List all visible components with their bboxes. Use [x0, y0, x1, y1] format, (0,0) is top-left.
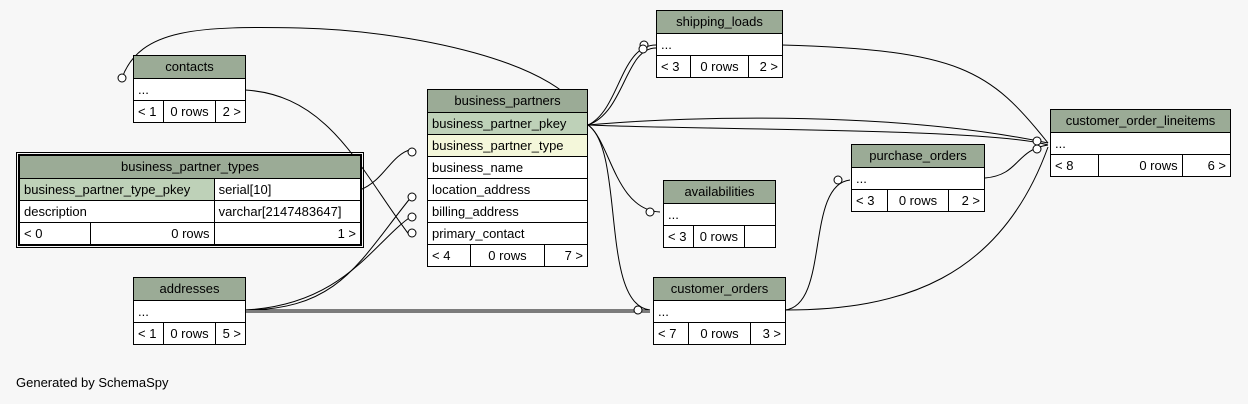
children-count: 5 > [214, 322, 247, 345]
edge-end-circle [1032, 144, 1042, 154]
parents-count: < 3 [656, 55, 691, 78]
table-title: addresses [133, 277, 246, 301]
children-count: 6 > [1181, 154, 1232, 177]
children-count: 2 > [214, 100, 247, 123]
column-type: business_partner_type [427, 134, 588, 157]
rows-count: 0 rows [692, 225, 746, 248]
column-type: serial[10] [213, 178, 362, 201]
table-customer-order-lineitems[interactable]: customer_order_lineitems ... < 8 0 rows … [1049, 109, 1232, 177]
column-billing: billing_address [427, 200, 588, 223]
parents-count: < 7 [652, 322, 690, 345]
rows-count: 0 rows [469, 244, 545, 267]
edge-end-circle [407, 147, 417, 157]
edge-bp-shipping-2 [587, 47, 657, 126]
edge-end-circle [1032, 136, 1042, 146]
column-type: varchar[2147483647] [213, 200, 362, 223]
children-count: 2 > [748, 55, 783, 78]
table-business-partner-types[interactable]: business_partner_types business_partner_… [16, 152, 364, 248]
edge-addr-bp-loc [244, 195, 413, 311]
table-availabilities[interactable]: availabilities ... < 3 0 rows [663, 180, 776, 248]
rows-count: 0 rows [688, 322, 751, 345]
rows-count: 0 rows [163, 322, 216, 345]
column-name: business_name [427, 156, 588, 179]
table-title: business_partner_types [19, 155, 361, 179]
edge-bp-customer-orders [587, 124, 651, 311]
edge-shipping-lineitems [781, 44, 1049, 144]
edge-bp-lineitems [587, 117, 1049, 144]
table-row: ... [663, 203, 776, 226]
table-title: purchase_orders [851, 144, 985, 168]
table-title: contacts [133, 55, 246, 79]
table-row: ... [656, 33, 783, 56]
table-customer-orders[interactable]: customer_orders ... < 7 0 rows 3 > [652, 277, 787, 345]
rows-count: 0 rows [886, 189, 950, 212]
table-title: business_partners [427, 89, 588, 113]
children-count: 3 > [749, 322, 787, 345]
parents-count: < 0 [18, 222, 92, 245]
parents-count: < 4 [427, 244, 471, 267]
parents-count: < 1 [132, 100, 165, 123]
children-count: 2 > [948, 189, 985, 212]
column-location: location_address [427, 178, 588, 201]
table-title: availabilities [663, 180, 776, 204]
table-title: customer_orders [653, 277, 786, 301]
table-shipping-loads[interactable]: shipping_loads ... < 3 0 rows 2 > [656, 10, 783, 78]
children-count: 7 > [543, 244, 589, 267]
edge-bp-shipping [587, 44, 657, 126]
edge-end-circle [645, 207, 655, 217]
edge-co-po [784, 179, 851, 311]
edge-end-circle [633, 305, 643, 315]
parents-count: < 8 [1049, 154, 1100, 177]
table-row: ... [653, 300, 786, 323]
parents-count: < 1 [132, 322, 165, 345]
footer-text: Generated by SchemaSpy [16, 375, 169, 390]
table-row: ... [133, 78, 246, 101]
rows-count: 0 rows [689, 55, 750, 78]
rows-count: 0 rows [163, 100, 216, 123]
column-pkey: business_partner_pkey [427, 112, 588, 135]
edge-bp-contacts [121, 27, 589, 126]
edge-end-circle [407, 192, 417, 202]
edge-bp-purchase-orders [587, 124, 1049, 146]
table-business-partners[interactable]: business_partners business_partner_pkey … [427, 89, 589, 267]
column-contact: primary_contact [427, 222, 588, 245]
edge-end-circle [407, 212, 417, 222]
children-count [744, 225, 776, 248]
table-row: ... [851, 167, 985, 190]
column-pkey: business_partner_type_pkey [19, 178, 215, 201]
table-addresses[interactable]: addresses ... < 1 0 rows 5 > [132, 277, 247, 345]
table-title: customer_order_lineitems [1050, 109, 1231, 133]
table-contacts[interactable]: contacts ... < 1 0 rows 2 > [132, 55, 247, 123]
edge-end-circle [833, 175, 843, 185]
rows-count: 0 rows [1098, 154, 1183, 177]
edge-contacts-bp [244, 89, 411, 237]
parents-count: < 3 [663, 225, 694, 248]
children-count: 1 > [213, 222, 362, 245]
rows-count: 0 rows [90, 222, 215, 245]
edge-addr-bp-bill [244, 215, 413, 311]
table-row: ... [1050, 132, 1231, 155]
table-purchase-orders[interactable]: purchase_orders ... < 3 0 rows 2 > [851, 144, 985, 212]
edge-end-circle [638, 44, 648, 54]
parents-count: < 3 [851, 189, 888, 212]
table-title: shipping_loads [656, 10, 783, 34]
table-row: ... [133, 300, 246, 323]
edge-co-lineitems [784, 146, 1049, 311]
column-description: description [19, 200, 215, 223]
edge-end-circle [117, 73, 127, 83]
edge-bpt-bp [359, 148, 413, 191]
edge-end-circle [407, 228, 417, 238]
